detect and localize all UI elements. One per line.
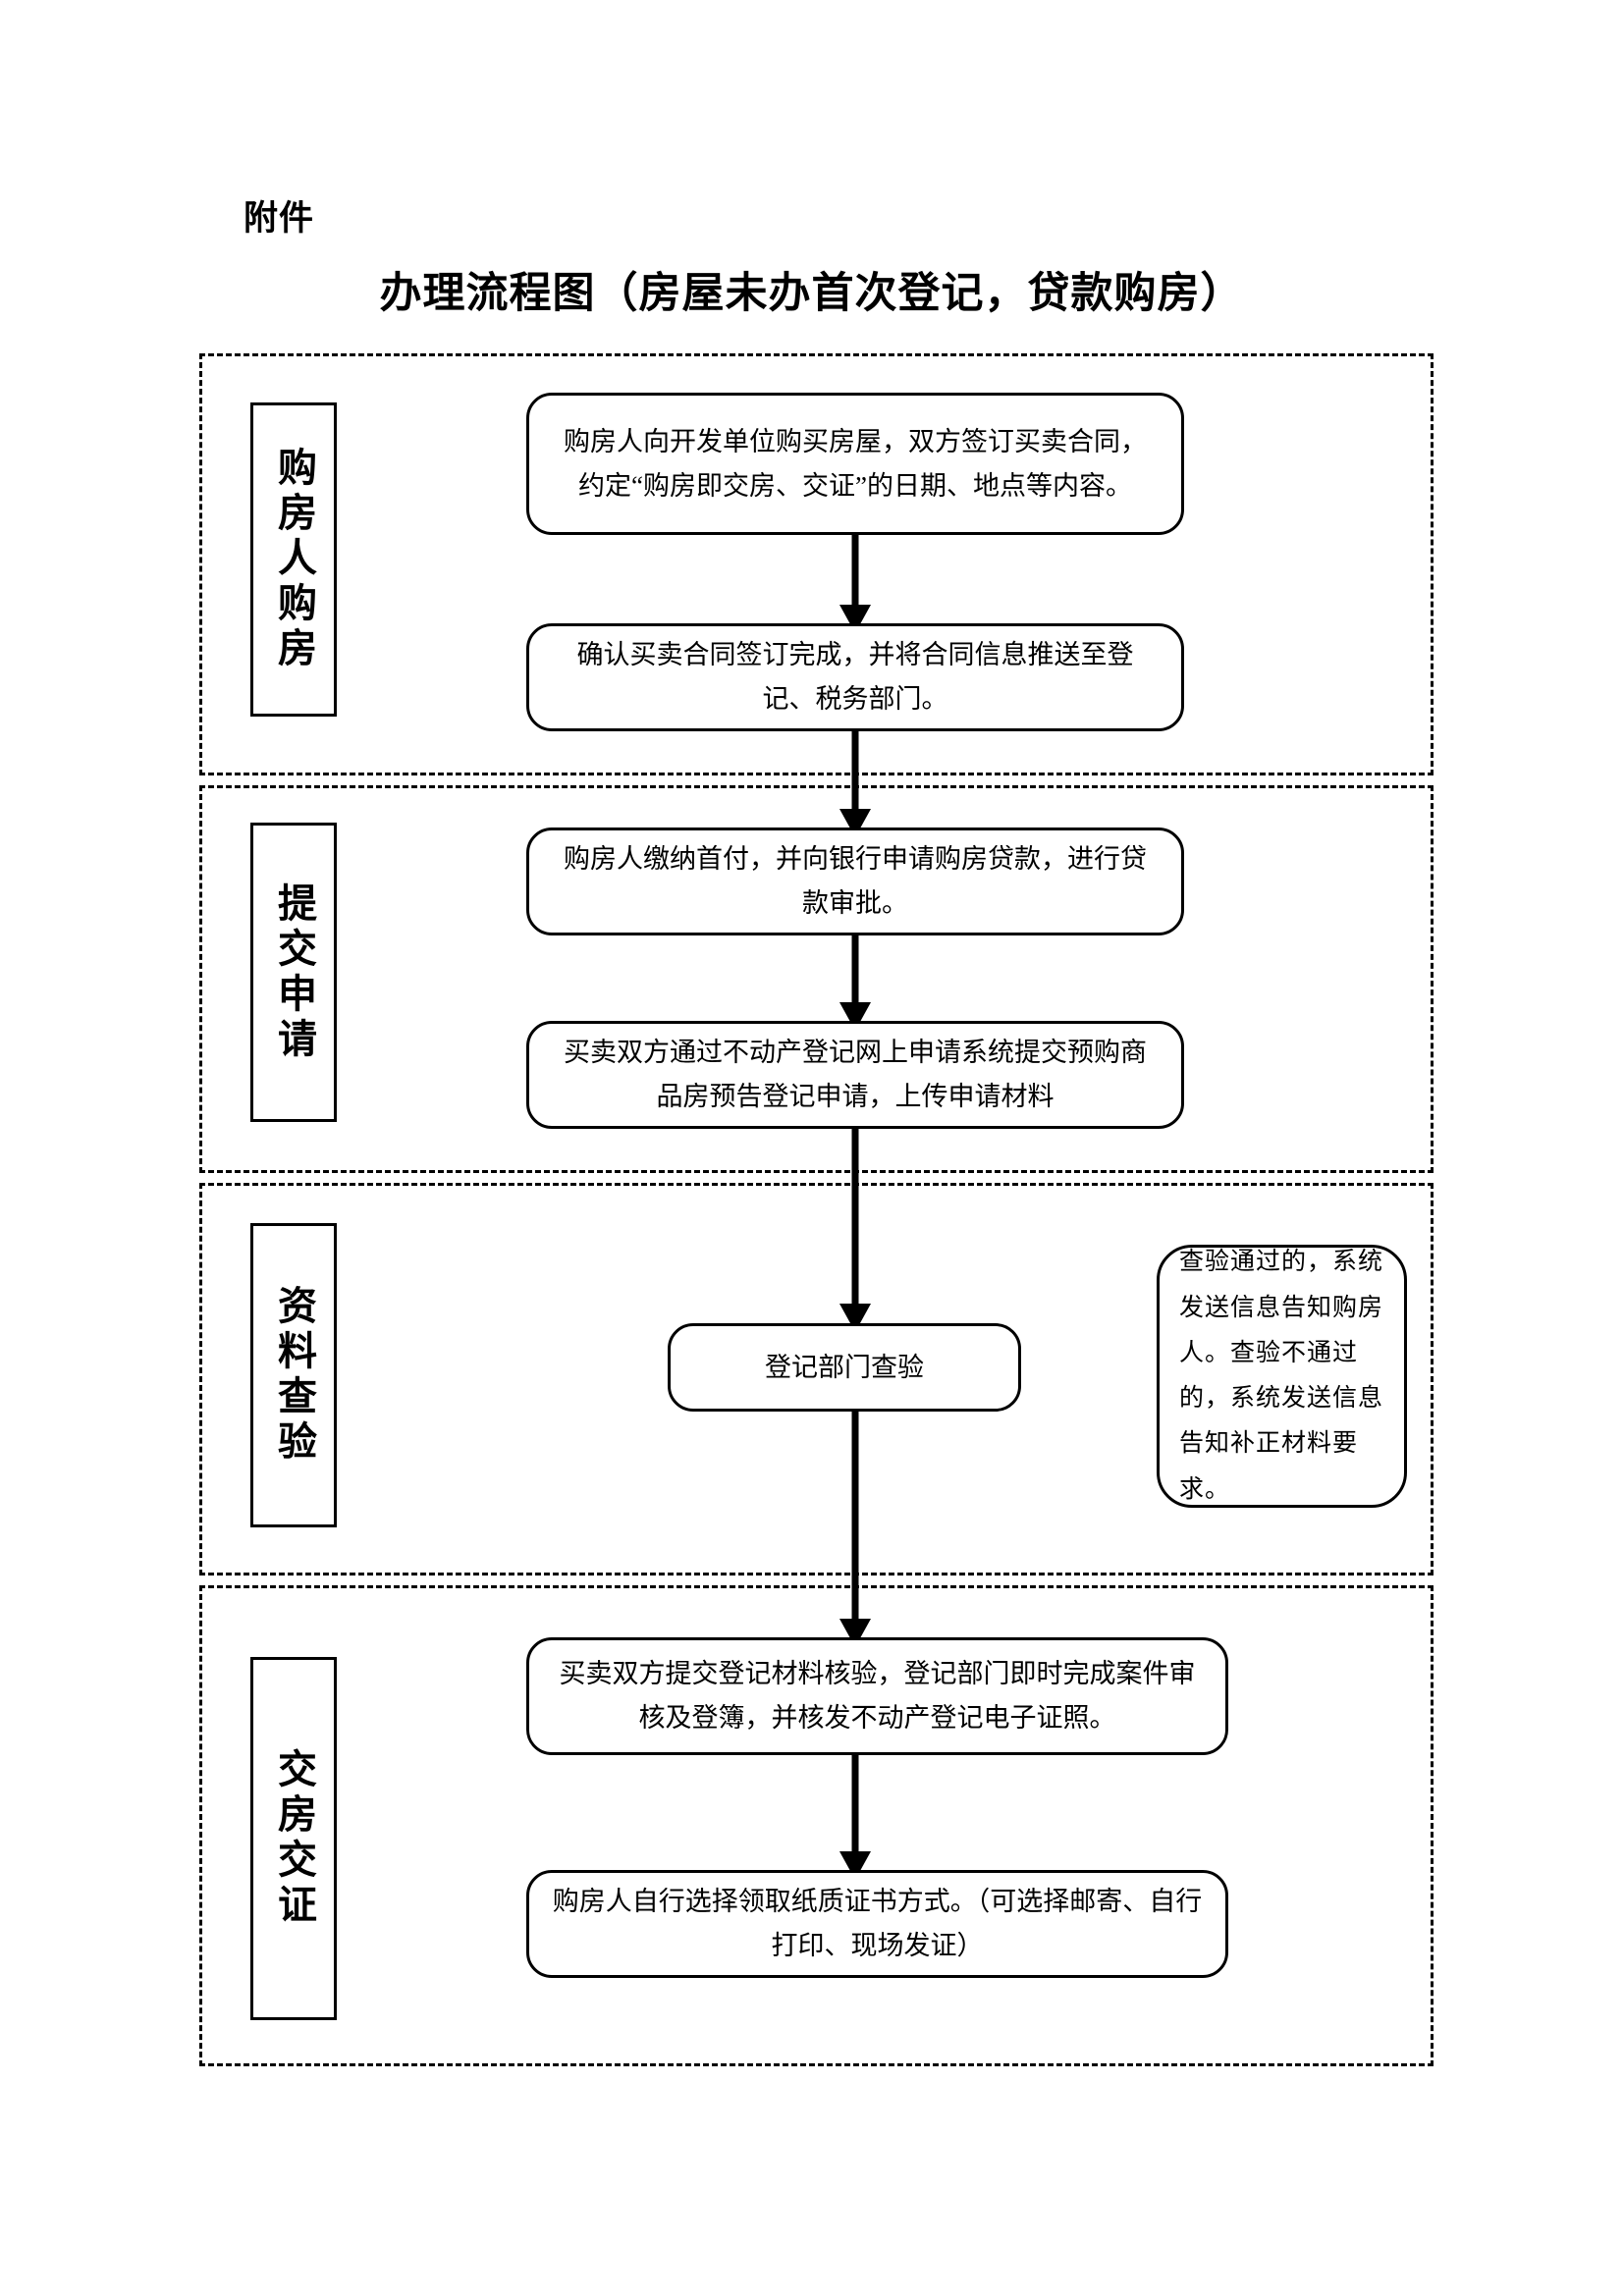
- page-title: 办理流程图（房屋未办首次登记，贷款购房）: [379, 271, 1244, 317]
- stage-container-application: [199, 785, 1434, 1173]
- process-box-registration-issue-certificate: 买卖双方提交登记材料核验，登记部门即时完成案件审核及登簿，并核发不动产登记电子证…: [526, 1637, 1228, 1755]
- stage-label-purchase: 购房人购房: [250, 402, 337, 717]
- process-box-registry-verification: 登记部门查验: [668, 1323, 1021, 1412]
- stage-label-review: 资料查验: [250, 1223, 337, 1527]
- stage-container-review: [199, 1183, 1434, 1575]
- process-box-choose-delivery-method: 购房人自行选择领取纸质证书方式。（可选择邮寄、自行打印、现场发证）: [526, 1870, 1228, 1978]
- stage-container-delivery: [199, 1585, 1434, 2066]
- stage-label-application: 提交申请: [250, 823, 337, 1122]
- process-box-down-payment-loan: 购房人缴纳首付，并向银行申请购房贷款，进行贷款审批。: [526, 828, 1184, 935]
- process-box-push-contract-info: 确认买卖合同签订完成，并将合同信息推送至登记、税务部门。: [526, 623, 1184, 731]
- side-note-verification-result: 查验通过的，系统发送信息告知购房人。查验不通过的，系统发送信息告知补正材料要求。: [1157, 1245, 1407, 1508]
- stage-container-purchase: [199, 353, 1434, 775]
- attachment-label: 附件: [243, 199, 315, 238]
- process-box-online-application: 买卖双方通过不动产登记网上申请系统提交预购商品房预告登记申请，上传申请材料: [526, 1021, 1184, 1129]
- process-box-sign-contract: 购房人向开发单位购买房屋，双方签订买卖合同，约定“购房即交房、交证”的日期、地点…: [526, 393, 1184, 535]
- stage-label-delivery: 交房交证: [250, 1657, 337, 2020]
